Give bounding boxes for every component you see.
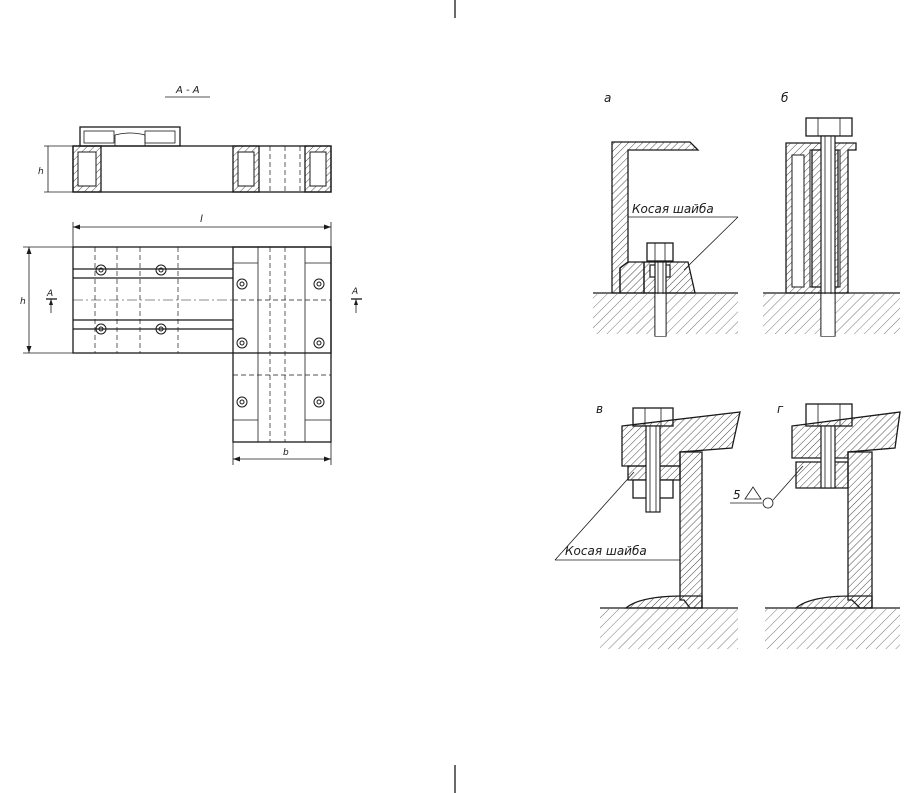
dim-h-plan: h (20, 297, 26, 307)
dimension-l: l (72, 214, 332, 247)
view-label-b: б (781, 91, 789, 105)
section-mark-right: A (351, 287, 358, 297)
plan-bolts (95, 264, 325, 408)
view-label-g: г (777, 402, 784, 416)
detail-view-b: б (763, 91, 900, 337)
dim-h-section: h (38, 167, 44, 177)
weld-circle-icon (762, 497, 774, 509)
washer-label-a: Косая шайба (632, 202, 714, 216)
section-view: h (38, 126, 332, 193)
weld-symbol-value: 5 (733, 488, 741, 502)
dim-l-label: l (200, 214, 203, 225)
detail-view-a: а Косая шайба (593, 91, 739, 337)
plan-view: A A h b (20, 246, 362, 465)
view-label-a: а (604, 91, 611, 105)
section-mark-left: A (46, 289, 53, 299)
washer-label-v: Косая шайба (565, 544, 647, 558)
dim-b-label: b (283, 448, 289, 458)
detail-view-g: г 5 (730, 402, 901, 649)
detail-view-v: в Косая шайба (554, 402, 741, 649)
view-label-v: в (596, 402, 603, 416)
section-label: A - A (175, 85, 200, 96)
fastening-details: а Косая шайба б (554, 91, 901, 649)
weld-triangle-icon (744, 486, 762, 500)
frame-drawing: A - A h (20, 85, 362, 465)
